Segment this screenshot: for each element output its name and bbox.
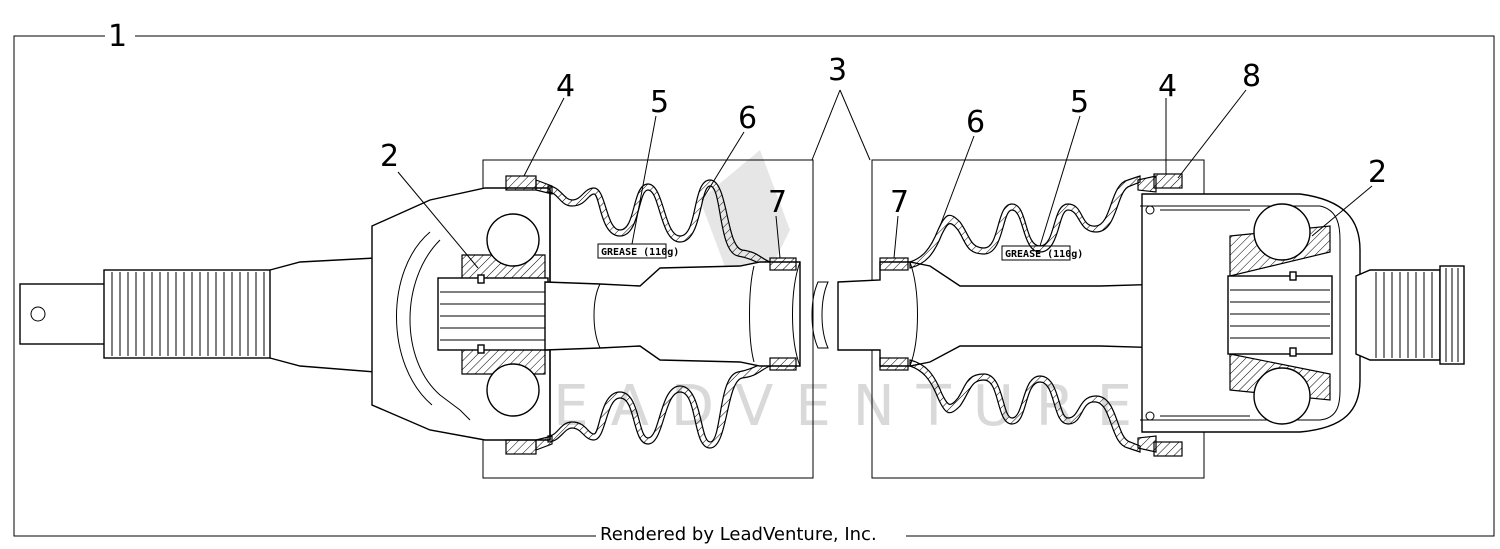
callout-numbers: 1 2 2 3 4 4 5 5 6 6 7 7 8 (108, 19, 1387, 220)
right-stub-shaft (1355, 265, 1465, 365)
leader-lines (397, 89, 1373, 269)
footer-credit: Rendered by LeadVenture, Inc. (600, 524, 877, 545)
callout-6-right: 6 (966, 105, 985, 140)
left-stub-shaft (19, 257, 376, 373)
callout-2-left: 2 (380, 139, 399, 174)
grease-label-left: GREASE (110g) (597, 243, 679, 259)
center-shaft-left (544, 257, 829, 371)
callout-3: 3 (828, 53, 847, 88)
callout-4-right: 4 (1158, 69, 1177, 104)
callout-2-right: 2 (1368, 155, 1387, 190)
callout-7-right: 7 (890, 185, 909, 220)
right-cv-joint-cage (1227, 203, 1333, 425)
callout-4-left: 4 (556, 69, 575, 104)
grease-label-left-text: GREASE (110g) (601, 247, 679, 258)
callout-5-right: 5 (1070, 85, 1089, 120)
callout-7-left: 7 (768, 185, 787, 220)
right-boot (909, 173, 1183, 457)
center-shaft-right (837, 257, 1231, 371)
callout-1: 1 (108, 19, 127, 54)
grease-label-right-text: GREASE (110g) (1005, 249, 1083, 260)
callout-8: 8 (1242, 59, 1261, 94)
left-cv-joint-cage (437, 190, 551, 440)
grease-label-right: GREASE (110g) (1001, 245, 1083, 261)
callout-6-left: 6 (738, 101, 757, 136)
callout-5-left: 5 (650, 85, 669, 120)
